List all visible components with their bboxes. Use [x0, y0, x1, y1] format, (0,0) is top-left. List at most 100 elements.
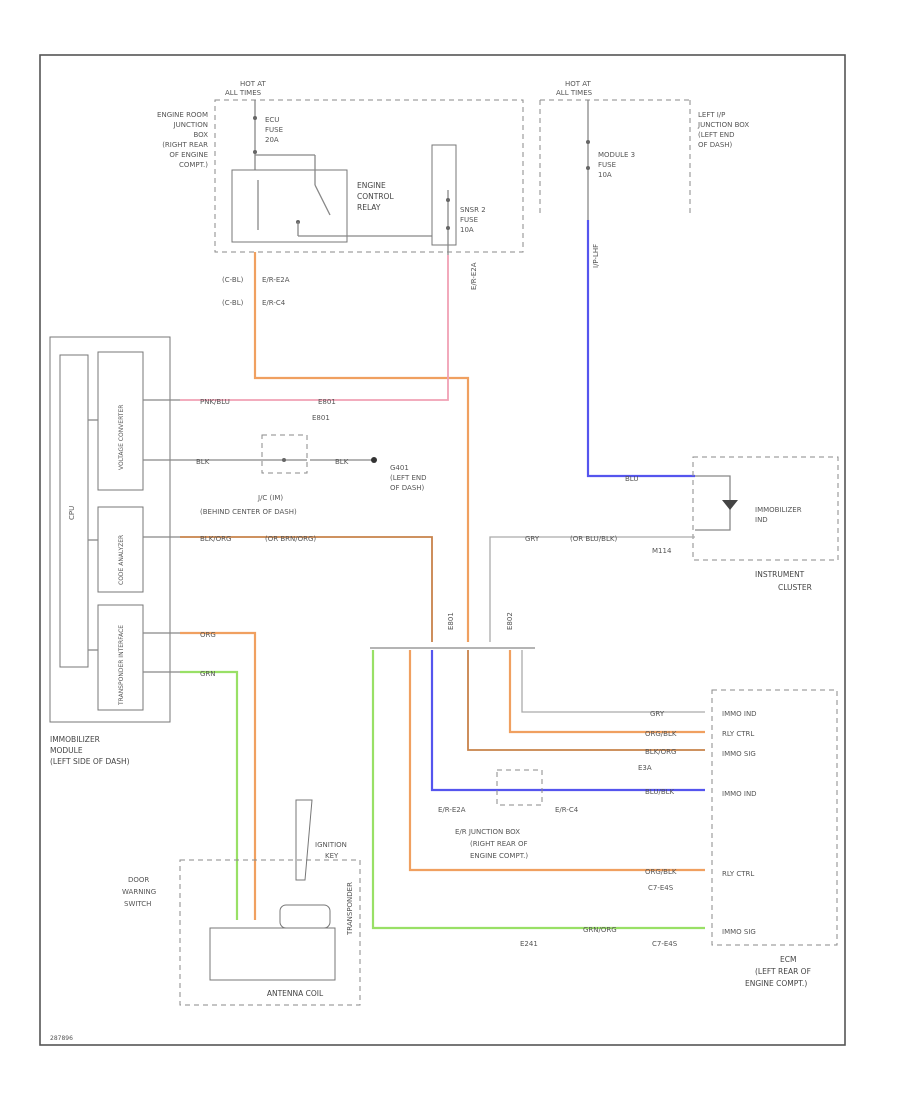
- wire-blk-1: BLK: [196, 458, 210, 466]
- instrument-cluster-box: [692, 456, 839, 561]
- snsr2-fuse-housing: [431, 144, 457, 246]
- imm-transponder-interface-block: [97, 604, 144, 711]
- er-jb-inline-c4: E/R-C4: [555, 806, 579, 814]
- module3-label-2: FUSE: [598, 161, 616, 169]
- conn-e801: E801: [318, 398, 336, 406]
- left-jb-label-3: (LEFT END: [698, 131, 735, 139]
- wire-org-blk: ORG/BLK: [645, 730, 677, 738]
- relay-switch-arm: [314, 184, 331, 216]
- diagram-frame: [39, 54, 846, 1046]
- ecu-fuse-terminal-1: [253, 116, 257, 120]
- module3-label-1: MODULE 3: [598, 151, 635, 159]
- engine-room-junction-box: [214, 99, 524, 253]
- wire-orange-ecm-rly: [508, 650, 705, 734]
- left-ip-junction-box: [539, 99, 691, 215]
- left-jb-label-1: LEFT I/P: [698, 111, 725, 119]
- wire-blkorg-ecm-sig: [467, 650, 705, 751]
- ecm-pin-immo-sig: IMMO SIG: [722, 750, 756, 758]
- svg-text:(RIGHT REAR: (RIGHT REAR: [162, 141, 208, 149]
- g401-label-3: OF DASH): [390, 484, 425, 492]
- relay-label-2: CONTROL: [357, 192, 394, 201]
- snsr2-fuse-terminal-2: [446, 226, 450, 230]
- engine-room-jb-label: ENGINE ROOM JUNCTION BOX (RIGHT REAR OF …: [157, 111, 208, 169]
- cluster-label-1: INSTRUMENT: [755, 570, 805, 579]
- ignition-key-icon: [295, 799, 313, 881]
- wire-green-antenna: [180, 670, 239, 920]
- wire-blk-org-2: BLK/ORG: [645, 748, 676, 756]
- imm-module-label-1: IMMOBILIZER: [50, 735, 100, 744]
- snsr2-label-1: SNSR 2: [460, 206, 486, 214]
- conn-e801-lower: E801: [312, 414, 330, 422]
- ecm-pin-immo-sig-2: IMMO SIG: [722, 928, 756, 936]
- imm-module-label-2: MODULE: [50, 746, 83, 755]
- er-jb-inline-e2a: E/R-E2A: [438, 806, 466, 814]
- imm-code-analyzer-block: [97, 506, 144, 593]
- splice-e801: E801: [447, 612, 455, 630]
- immobilizer-ind-symbol: [722, 500, 738, 510]
- conn-right-er-e2a: E/R-E2A: [470, 262, 478, 290]
- wire-grn-org: GRN/ORG: [583, 926, 617, 934]
- hot-at-right-1: HOT AT: [565, 80, 592, 88]
- snsr2-label-2: FUSE: [460, 216, 478, 224]
- ecm-pin-immo-ind: IMMO IND: [722, 710, 757, 718]
- door-switch-label-1: DOOR: [128, 876, 149, 884]
- ecu-fuse-label-3: 20A: [265, 136, 279, 144]
- ecm-pin-rly-ctrl-2: RLY CTRL: [722, 870, 754, 878]
- wire-ior-brn-label: (OR BRN/ORG): [265, 535, 316, 543]
- imm-code-analyzer-label: CODE ANALYZER: [118, 535, 125, 585]
- wire-pnk-blu: PNK/BLU: [200, 398, 230, 406]
- conn-c7-e4s-2: C7-E4S: [652, 940, 678, 948]
- label-ip-lhf: I/P-LHF: [592, 244, 600, 268]
- svg-text:BOX: BOX: [193, 131, 208, 139]
- module3-fuse-terminal-1: [586, 140, 590, 144]
- imm-voltage-converter-label: VOLTAGE CONVERTER: [118, 405, 125, 470]
- module3-fuse-terminal-2: [586, 166, 590, 170]
- transponder-label: TRANSPONDER: [346, 882, 354, 936]
- wire-org-1: ORG: [200, 631, 216, 639]
- svg-text:COMPT.): COMPT.): [179, 161, 208, 169]
- conn-e3a: E3A: [638, 764, 652, 772]
- ecm-label-2: (LEFT REAR OF: [755, 967, 811, 976]
- imm-cpu-label: CPU: [68, 506, 76, 520]
- ecm-pin-rly-ctrl: RLY CTRL: [722, 730, 754, 738]
- svg-text:OF ENGINE: OF ENGINE: [169, 151, 208, 159]
- wire-gry-top: GRY: [525, 535, 540, 543]
- er-jb-inline-box: [496, 769, 543, 806]
- jc-im-box: [261, 434, 308, 474]
- splice-e802: E802: [506, 612, 514, 630]
- module3-label-3: 10A: [598, 171, 612, 179]
- immob-ind-label-2: IND: [755, 516, 768, 524]
- wire-gray-ecm: [521, 650, 705, 713]
- imm-voltage-converter-block: [97, 351, 144, 491]
- wire-gry-bottom: GRY: [650, 710, 665, 718]
- antenna-coil-label: ANTENNA COIL: [267, 989, 324, 998]
- code-c-bl-1: (C-BL): [222, 276, 244, 284]
- engine-control-relay-box: [231, 169, 348, 243]
- wire-pink-snsr2: [180, 255, 449, 401]
- er-jb-bottom-1: E/R JUNCTION BOX: [455, 828, 520, 836]
- jc-label-2: (BEHIND CENTER OF DASH): [200, 508, 297, 516]
- immob-ind-label-1: IMMOBILIZER: [755, 506, 802, 514]
- conn-c7-e4s: C7-E4S: [648, 884, 674, 892]
- snsr2-label-3: 10A: [460, 226, 474, 234]
- wire-green-ecm-sig2: [371, 650, 705, 930]
- cluster-label-2: CLUSTER: [778, 583, 812, 592]
- wire-blk-2: BLK: [335, 458, 349, 466]
- conn-m114: M114: [652, 547, 672, 555]
- wire-orange-ecm-rly2: [408, 650, 705, 872]
- antenna-coil-block: [209, 927, 336, 981]
- relay-label-1: ENGINE: [357, 181, 386, 190]
- relay-label-3: RELAY: [357, 203, 381, 212]
- hot-at-left-1: HOT AT: [240, 80, 267, 88]
- wire-blu-top: BLU: [625, 475, 638, 483]
- conn-e241: E241: [520, 940, 538, 948]
- jc-label-1: J/C (IM): [257, 494, 283, 502]
- svg-text:ENGINE ROOM: ENGINE ROOM: [157, 111, 208, 119]
- imm-transponder-interface-label: TRANSPONDER INTERFACE: [118, 625, 125, 706]
- hot-at-right-2: ALL TIMES: [556, 89, 593, 97]
- wire-orange-antenna: [180, 631, 257, 920]
- conn-er-c4: E/R-C4: [262, 299, 286, 307]
- wire-orange-ecu-feed: [253, 252, 470, 642]
- jc-im-node: [282, 458, 286, 462]
- left-jb-label-2: JUNCTION BOX: [697, 121, 749, 129]
